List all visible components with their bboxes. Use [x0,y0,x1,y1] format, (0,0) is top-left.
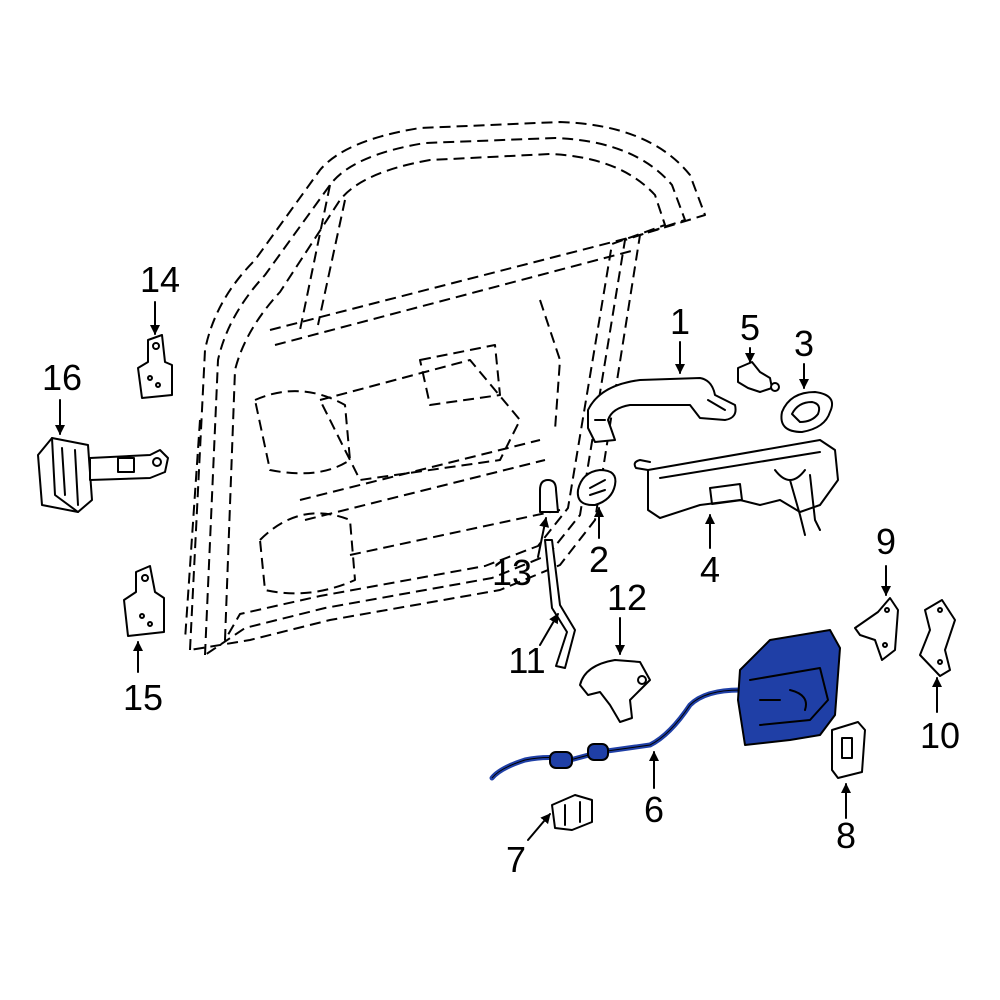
cable-fitting [549,751,573,769]
callout-10: 10 [920,715,960,756]
callout-12: 12 [607,577,647,618]
callout-8: 8 [836,815,856,856]
lower-hinge-part [123,565,165,637]
leader-arrows [55,301,942,841]
pin-part [737,361,780,393]
spacer-part [831,721,866,779]
cable-fitting-2 [587,743,609,761]
inside-handle-part [579,659,651,723]
callout-15: 15 [123,677,163,718]
striker-part [854,597,899,661]
callout-6: 6 [644,789,664,830]
handle-reinforcement-part [633,439,839,536]
callout-11: 11 [508,640,545,681]
shim-part [919,599,956,677]
outside-handle-part [587,377,737,443]
lock-rod-part [544,539,576,669]
clip-part [551,794,593,831]
door-outline [184,121,706,656]
callout-4: 4 [700,549,720,590]
callout-14: 14 [140,259,180,300]
callout-labels: 1 5 3 2 4 6 7 8 9 10 11 12 13 14 15 16 [42,259,960,880]
door-latch-part [489,629,841,781]
upper-hinge-part [137,334,173,399]
callout-2: 2 [589,539,609,580]
hinge-check-part [37,437,169,513]
callout-16: 16 [42,357,82,398]
callout-5: 5 [740,307,760,348]
lock-knob-part [539,479,559,513]
callout-13: 13 [492,552,532,593]
callout-1: 1 [670,301,690,342]
gasket-part [780,391,834,433]
callout-7: 7 [506,839,526,880]
small-gasket-part [576,469,617,507]
callout-9: 9 [876,521,896,562]
callout-3: 3 [794,323,814,364]
